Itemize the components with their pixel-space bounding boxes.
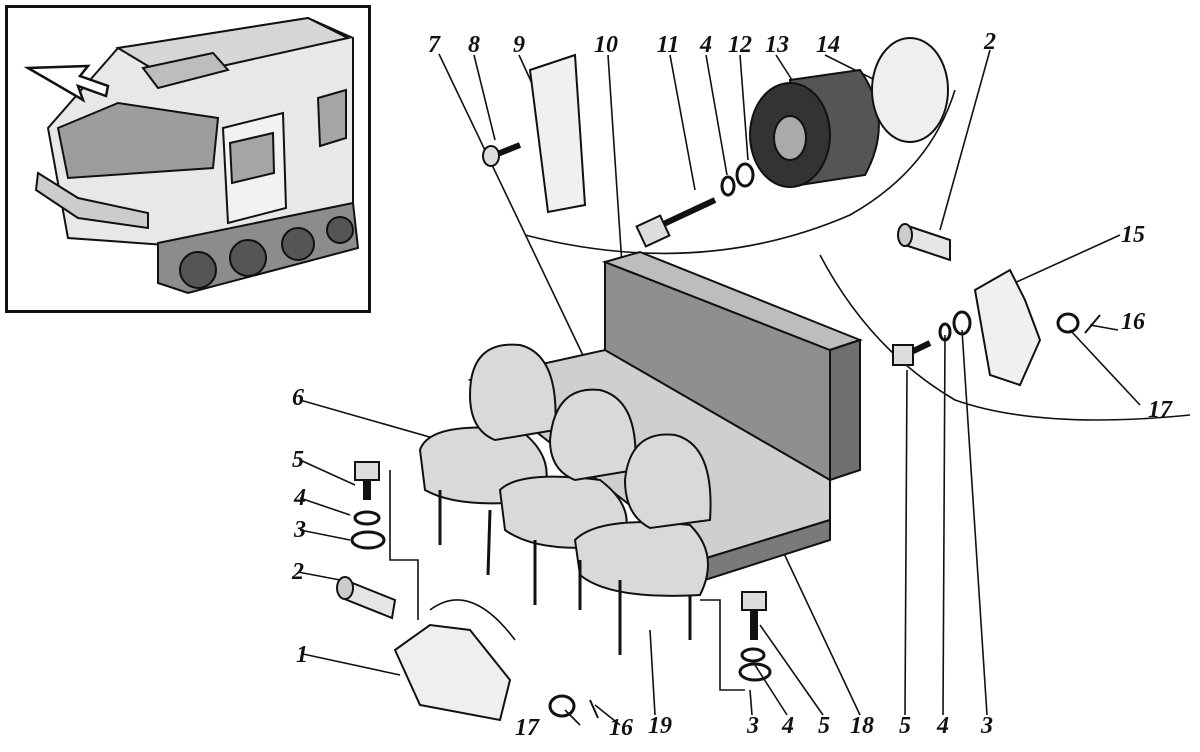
washer-12 <box>735 162 755 188</box>
washer-17-bottom <box>548 694 576 718</box>
roof-hatch <box>141 51 230 90</box>
washer-3-left <box>350 530 386 550</box>
callout-4-right: 4 <box>937 713 949 739</box>
rear-window <box>316 88 347 148</box>
road-wheels <box>179 216 354 289</box>
cotter-pin-16-bottom <box>589 699 599 719</box>
bolt-8 <box>482 142 522 167</box>
seat-back-left <box>468 343 557 442</box>
callout-13: 13 <box>765 32 789 58</box>
washer-3-right <box>952 310 972 336</box>
location-arrow-icon <box>23 64 110 103</box>
cotter-pin-16-right <box>1084 314 1101 334</box>
windshield <box>56 101 220 180</box>
base-bracket-1 <box>393 623 512 722</box>
front-bumper <box>34 171 149 230</box>
seat-cushion-right <box>573 521 709 597</box>
detail-arc-top <box>524 89 956 255</box>
seat-back-right <box>623 433 712 530</box>
callout-14: 14 <box>816 32 840 58</box>
roller-13 <box>749 68 880 188</box>
washer-4-right <box>938 322 952 342</box>
seat-back-mid <box>548 388 637 482</box>
callout-12: 12 <box>728 32 752 58</box>
washer-4-left <box>353 510 381 526</box>
seat-legs <box>438 490 692 655</box>
callout-4-top: 4 <box>700 32 712 58</box>
callout-17-bottom: 17 <box>515 715 539 741</box>
pin-2-top <box>897 223 951 262</box>
disc-14 <box>871 37 949 143</box>
callout-6: 6 <box>292 385 304 411</box>
detail-arc-right <box>819 254 1191 421</box>
washer-4-top <box>720 175 736 197</box>
bolt-5-right <box>892 340 932 366</box>
callout-3-right: 3 <box>981 713 993 739</box>
callout-16-bottom: 16 <box>609 715 633 741</box>
callout-4-bottom: 4 <box>782 713 794 739</box>
callout-8: 8 <box>468 32 480 58</box>
callout-7: 7 <box>428 32 440 58</box>
callout-18: 18 <box>850 713 874 739</box>
backrest-side <box>829 338 861 482</box>
callout-5-left: 5 <box>292 447 304 473</box>
callout-16-right: 16 <box>1121 309 1145 335</box>
callout-1: 1 <box>296 642 308 668</box>
washer-4-bottom <box>740 647 766 663</box>
callout-19: 19 <box>648 713 672 739</box>
vehicle-inset-frame <box>5 5 371 313</box>
pin-2-left <box>336 576 397 620</box>
callout-4-left: 4 <box>294 485 306 511</box>
callout-10: 10 <box>594 32 618 58</box>
callout-9: 9 <box>513 32 525 58</box>
side-window <box>228 131 276 185</box>
callout-5-right: 5 <box>899 713 911 739</box>
bolt-5-bottom <box>741 591 767 640</box>
seats <box>418 343 712 597</box>
callout-2-left: 2 <box>292 559 304 585</box>
bolt-11 <box>635 197 717 248</box>
bracket-9 <box>528 53 587 214</box>
callout-5-bottom: 5 <box>818 713 830 739</box>
washer-3-bottom <box>738 662 772 682</box>
hinge-bracket-15 <box>973 268 1042 387</box>
callout-11: 11 <box>656 32 680 58</box>
callout-17-right: 17 <box>1148 397 1172 423</box>
detail-arc-bottom <box>429 599 516 641</box>
callout-3-bottom: 3 <box>747 713 759 739</box>
callout-15: 15 <box>1121 222 1145 248</box>
callout-3-left: 3 <box>294 517 306 543</box>
bolt-5-left <box>354 461 380 500</box>
vehicle-inset-drawing <box>23 16 360 295</box>
callout-2-top: 2 <box>984 29 996 55</box>
washer-17-right <box>1056 312 1080 334</box>
